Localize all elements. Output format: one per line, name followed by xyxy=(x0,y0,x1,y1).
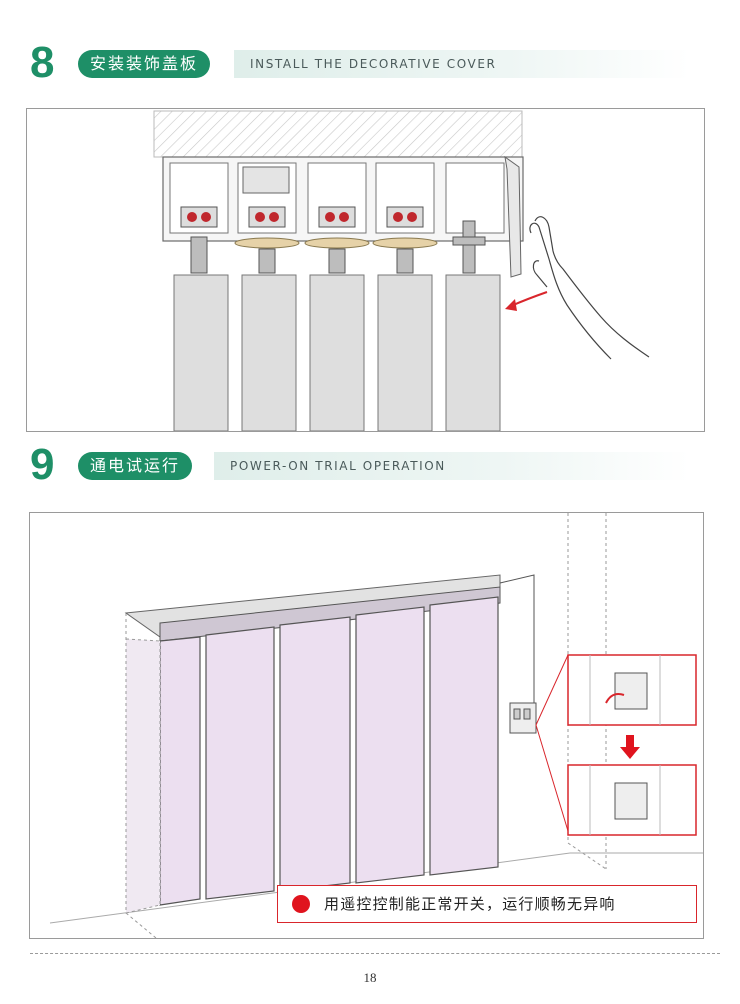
hand-icon xyxy=(529,216,650,360)
door-panels xyxy=(159,596,499,906)
step8-title-cn: 安装装饰盖板 xyxy=(78,50,211,78)
arrow-left-icon xyxy=(505,291,548,311)
step9-title-en: POWER-ON TRIAL OPERATION xyxy=(214,452,690,480)
decorative-cover xyxy=(504,155,522,278)
step9-note: 用遥控控制能正常开关，运行顺畅无异响 xyxy=(277,885,697,923)
left-frame xyxy=(125,638,161,914)
circuit-breaker xyxy=(509,702,537,734)
step9-number: 9 xyxy=(30,440,55,489)
arrow-down-icon xyxy=(620,735,640,759)
step8-illustration xyxy=(26,108,705,432)
door-installation-drawing xyxy=(49,513,703,938)
track-front xyxy=(159,586,501,642)
callout-breaker-off xyxy=(567,654,697,726)
step8-header: 8 安装装饰盖板 INSTALL THE DECORATIVE COVER xyxy=(30,40,720,86)
motor-box xyxy=(242,166,290,194)
step9-title-cn: 通电试运行 xyxy=(78,452,193,480)
power-cable xyxy=(499,574,535,703)
step8-number: 8 xyxy=(30,38,55,87)
step9-header: 9 通电试运行 POWER-ON TRIAL OPERATION xyxy=(30,442,720,488)
door-panels xyxy=(173,274,501,431)
callout-leader xyxy=(535,654,569,832)
step8-title-en: INSTALL THE DECORATIVE COVER xyxy=(234,50,690,78)
footer-divider xyxy=(30,953,720,954)
door-hangers xyxy=(190,220,486,274)
track-cross-section-drawing xyxy=(153,110,650,431)
ceiling-hatch xyxy=(153,110,523,158)
callout-breaker-on xyxy=(567,764,697,836)
roller-carriages xyxy=(180,206,424,228)
step9-note-text: 用遥控控制能正常开关，运行顺畅无异响 xyxy=(324,895,616,913)
belt-pulleys xyxy=(234,237,438,249)
step9-illustration: 用遥控控制能正常开关，运行顺畅无异响 xyxy=(29,512,704,939)
floor-line xyxy=(49,852,703,924)
page-number: 18 xyxy=(363,970,377,985)
red-dot-icon xyxy=(292,895,310,913)
